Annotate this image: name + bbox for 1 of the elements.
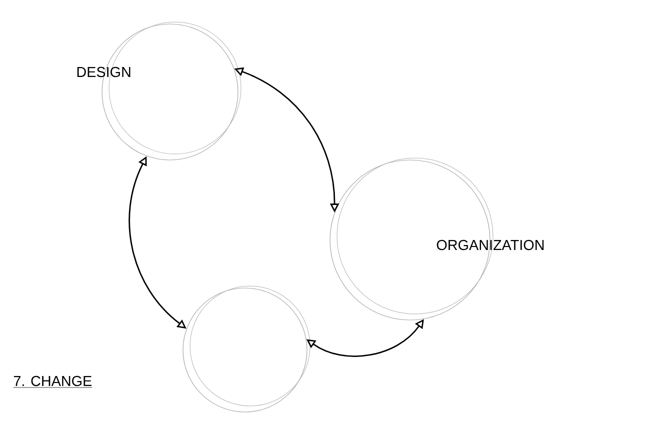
node-label: 7. CHANGE [13, 376, 92, 388]
